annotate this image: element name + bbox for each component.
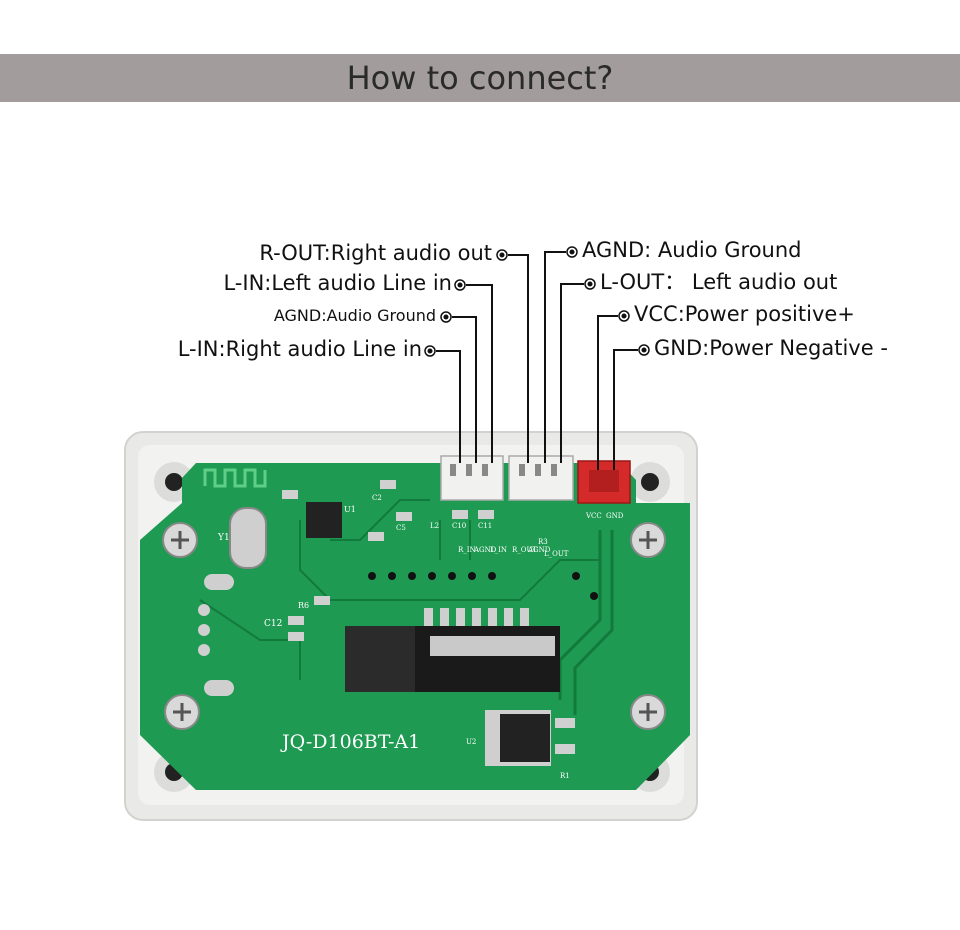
silk-c2: C2: [372, 494, 382, 502]
leader-lines-left: [436, 254, 529, 463]
pin-label-agnd-left: AGND:Audio Ground: [273, 306, 436, 325]
silk-rout: R_OUT: [512, 546, 537, 554]
silk-vcc: VCC: [585, 512, 602, 520]
header-banner: How to connect?: [0, 54, 960, 102]
leader-lines-right: [544, 251, 638, 470]
pin-label-r-out: R-OUT:Right audio out: [259, 241, 492, 265]
components: [198, 480, 598, 766]
leader-dots-left: [424, 249, 508, 357]
silk-c5: C5: [396, 524, 406, 532]
connector-audio-in: [440, 455, 504, 501]
screw-icons: [162, 522, 666, 730]
silk-gnd: GND: [606, 512, 624, 520]
silk-c10: C10: [452, 522, 466, 530]
silk-r6: R6: [298, 601, 309, 610]
pin-label-vcc: VCC:Power positive+: [634, 302, 855, 326]
silk-agnd: AGND: [473, 546, 497, 554]
silk-lin: L_IN: [490, 546, 507, 554]
silk-agnd-2: AGND: [527, 546, 551, 554]
silk-lout: L_OUT: [544, 550, 569, 558]
pin-label-agnd-right: AGND: Audio Ground: [582, 238, 802, 262]
pin-label-l-out: L-OUT： Left audio out: [600, 270, 838, 294]
silk-u2: U2: [466, 738, 476, 746]
connector-audio-out: [508, 455, 574, 501]
silk-c12: C12: [264, 619, 282, 629]
board-model-label: JQ-D106BT-A1: [280, 731, 420, 753]
silk-rin: R_IN: [458, 546, 476, 554]
silk-y1: Y1: [217, 533, 230, 543]
pin-label-gnd: GND:Power Negative -: [654, 336, 888, 360]
silk-r3: R3: [538, 538, 548, 546]
silk-l2: L2: [430, 522, 439, 530]
page-title: How to connect?: [346, 59, 614, 97]
silk-r1: R1: [560, 772, 570, 780]
connector-power: [577, 460, 631, 504]
silk-c11: C11: [478, 522, 492, 530]
pin-label-l-in-left: L-IN:Left audio Line in: [223, 271, 452, 295]
leader-dots-right: [566, 246, 650, 356]
silk-u1: U1: [344, 505, 356, 514]
pin-label-l-in-right: L-IN:Right audio Line in: [177, 337, 422, 361]
